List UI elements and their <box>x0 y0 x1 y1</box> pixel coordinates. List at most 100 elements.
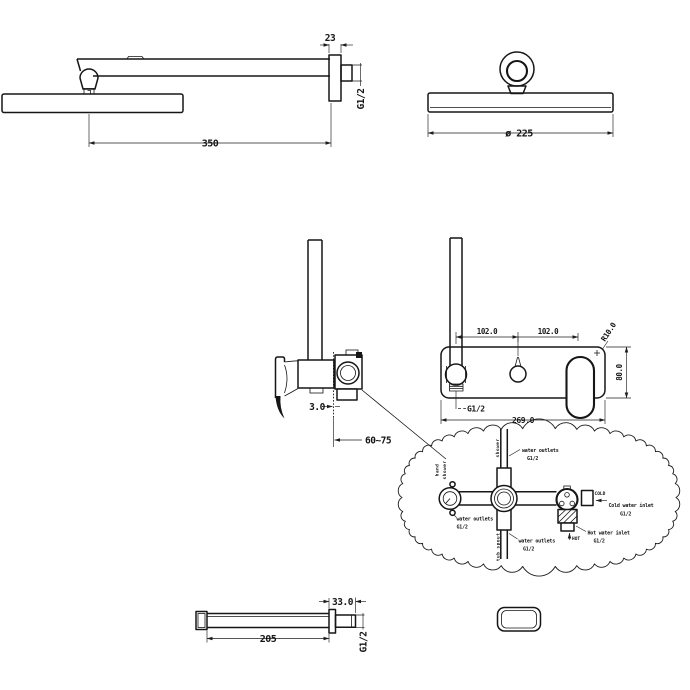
left-port-inner <box>442 491 458 506</box>
spout-outlet <box>509 365 527 383</box>
bottom-outlet-thread: G1/2 <box>523 547 534 553</box>
dim-80: 80.0 <box>606 346 631 399</box>
ball-joint <box>79 68 99 90</box>
cold-inlet-thread: G1/2 <box>620 512 631 518</box>
cold-tag: COLD <box>595 491 606 497</box>
swivel-ball <box>505 59 529 83</box>
view-spout-front <box>496 606 542 632</box>
dim-r10: R10.0 <box>599 320 618 350</box>
riser-pipe-side <box>307 239 323 360</box>
inlet-hole-left <box>559 500 565 507</box>
dim-102-left-text: 102.0 <box>477 327 498 336</box>
spout-outlet-stem <box>514 356 522 367</box>
spout-end-cap-inner <box>197 613 206 628</box>
left-port-bolt-top <box>449 480 456 488</box>
outlet-port-inner <box>340 365 356 381</box>
dim-102-102: 102.0 102.0 <box>455 327 579 344</box>
handle-front <box>565 355 596 420</box>
cold-inlet-label: Cold water inlet <box>609 503 654 509</box>
label-hot-inlet: HOT Hot water inlet G1/2 <box>567 525 630 545</box>
ball-joint-foot <box>83 88 95 95</box>
dim-33: 33.0 <box>319 597 366 613</box>
shower-arm-tube <box>76 58 330 77</box>
dim-23-text: 23 <box>325 33 336 44</box>
spout-flange <box>328 608 337 634</box>
trim-screw <box>356 352 362 358</box>
dim-g12-plate-text: G1/2 <box>467 405 485 414</box>
spout-end-cap <box>195 610 208 631</box>
wall-flange <box>328 54 342 102</box>
valve-body-tab <box>309 387 324 394</box>
dim-g12-plate: G1/2 <box>455 391 486 414</box>
dim-205: 205 <box>206 630 330 645</box>
valve-body-side <box>297 359 335 389</box>
left-outlet-thread: G1/2 <box>457 525 468 531</box>
left-port-tag-1: hand <box>435 464 441 477</box>
view-spout-side: 33.0 205 G1/2 <box>195 597 370 652</box>
label-cold-inlet: COLD Cold water inlet G1/2 <box>595 491 654 518</box>
shower-head-plate-side <box>1 93 184 114</box>
view-shower-arm: 23 G1/2 350 <box>1 33 367 150</box>
hot-tag: HOT <box>572 536 580 542</box>
dim-102-right-text: 102.0 <box>538 327 559 336</box>
revision-cloud <box>397 418 681 577</box>
dim-269-text: 269.0 <box>512 416 535 425</box>
label-top-outlet: water outlets G1/2 <box>508 448 559 462</box>
dim-23: 23 <box>320 33 353 53</box>
spout-stub <box>334 614 357 629</box>
shower-head-plate <box>427 92 614 113</box>
dim-r10-text: R10.0 <box>599 320 618 343</box>
left-port-tag-2: shower <box>442 461 448 480</box>
valve-ring-inner <box>497 491 511 506</box>
left-outlet-label: water outlets <box>457 517 494 523</box>
top-outlet-label: water outlets <box>522 448 559 454</box>
dim-269: 269.0 <box>440 400 606 425</box>
dim-33-text: 33.0 <box>332 597 354 608</box>
dim-g12-arm-text: G1/2 <box>356 89 367 110</box>
view-wall-plate: 102.0 102.0 R10.0 80.0 269.0 G1/2 <box>440 237 631 425</box>
detail-leader-line <box>361 389 447 460</box>
cold-inlet-port <box>580 489 594 507</box>
valve-ring-mid <box>494 488 514 509</box>
pipe-collar <box>449 383 464 392</box>
dim-225: ø 225 <box>427 114 614 140</box>
dim-60-75-text: 60~75 <box>365 436 392 447</box>
label-left-outlet: water outlets G1/2 <box>453 514 494 531</box>
handle-tail <box>275 396 285 419</box>
spout-tube <box>207 612 329 629</box>
spout-front-inner <box>501 610 537 629</box>
handle-neck-curves <box>284 360 299 397</box>
bottom-pipe-tag: tub spout <box>495 533 501 562</box>
label-bottom-outlet: water outlets G1/2 <box>508 533 555 553</box>
left-port-bolt-bottom <box>449 509 456 517</box>
valve-horizontal-pipes <box>459 491 557 506</box>
view-valve-detail: shower tub spout hand shower water outle… <box>397 418 681 577</box>
dim-225-text: ø 225 <box>505 129 533 140</box>
hot-inlet-label: Hot water inlet <box>588 531 630 537</box>
spout-front-outer <box>496 606 542 632</box>
inlet-hole-top <box>564 492 570 498</box>
view-mixer-side: 3.0 60~75 <box>274 239 447 460</box>
arm-notch <box>126 56 145 60</box>
valve-vertical-pipes <box>500 429 509 559</box>
handle-lever <box>274 356 286 398</box>
thread-stub <box>340 64 353 82</box>
center-mark <box>594 350 600 356</box>
top-outlet-thread: G1/2 <box>527 456 538 462</box>
dim-350-text: 350 <box>202 139 219 150</box>
riser-pipe-front <box>449 237 463 367</box>
left-port-needle <box>445 498 451 504</box>
dim-80-text: 80.0 <box>615 363 624 380</box>
dim-350: 350 <box>88 103 332 150</box>
dim-205-text: 205 <box>260 634 277 645</box>
dim-g12-spout: G1/2 <box>355 613 370 652</box>
wall-plate <box>440 346 606 399</box>
pipe-nut <box>444 363 468 386</box>
hot-inlet-block <box>557 508 578 532</box>
dim-3: 3.0 <box>309 402 340 413</box>
dim-60-75: 60~75 <box>333 418 392 447</box>
view-shower-head: ø 225 <box>427 51 614 140</box>
dim-3-text: 3.0 <box>309 402 325 413</box>
